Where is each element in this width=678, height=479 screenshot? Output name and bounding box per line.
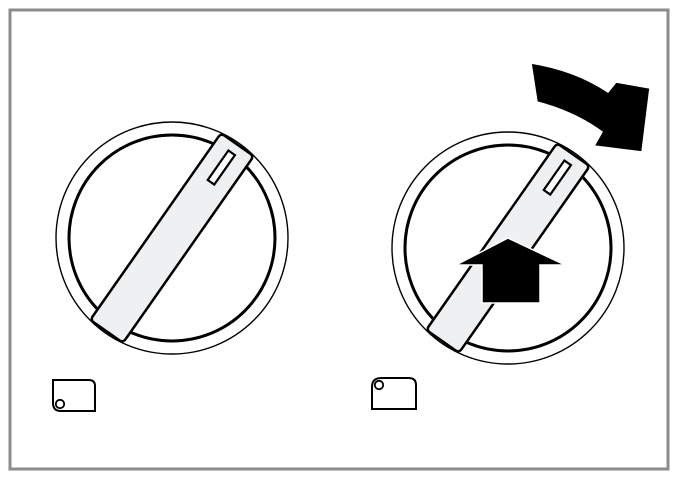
knob-right (391, 62, 651, 365)
rounded-rect-dot-top-left-icon (371, 377, 417, 410)
knob-left (55, 121, 289, 355)
rounded-rect-dot-bottom-left-icon (52, 379, 96, 412)
knob-right-indicator-notch (542, 158, 573, 197)
knob-left-handle (90, 133, 254, 343)
knob-left-indicator-notch (206, 148, 237, 187)
figure-frame (8, 8, 670, 471)
rotate-clockwise-arrow-icon (530, 62, 651, 153)
push-arrow-up-icon (455, 237, 566, 304)
